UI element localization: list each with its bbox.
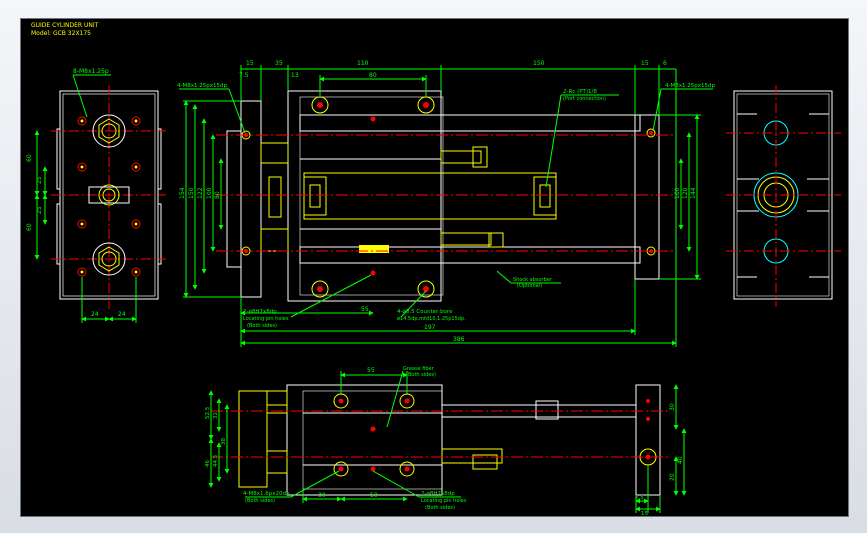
dim-bottom-32: 32: [213, 412, 219, 419]
top-view-dim-lines: [179, 65, 713, 347]
dim-top-122: 122: [197, 187, 204, 199]
dim-bottom-52-5: 52.5: [205, 406, 211, 419]
dim-top-150v: 150: [188, 187, 195, 199]
top-view-centerlines: [216, 134, 676, 252]
dim-top-6: 6: [663, 60, 667, 67]
dim-top-154: 154: [179, 187, 186, 199]
cad-canvas: GUIDE CYLINDER UNIT Model: GCB 32X175: [20, 18, 849, 517]
left-view-dim-lines: [34, 74, 137, 323]
left-view-notch-left: [56, 128, 60, 265]
dim-top-100: 100: [206, 187, 213, 199]
drawing-title: GUIDE CYLINDER UNIT: [31, 22, 99, 29]
dim-top-80: 80: [369, 72, 377, 79]
note-right-tap: 4-M8x1.25px15dp: [665, 83, 715, 89]
dim-bottom-50: 50: [370, 492, 378, 499]
dim-bottom-30: 30: [318, 492, 326, 499]
note-port: 2-Rc (PT)1/8: [563, 89, 597, 95]
side-view-end-plate: [238, 390, 268, 488]
note-left-tap: 8-M8x1.25p: [73, 68, 109, 75]
note-counter-sub: ø14.5dp,mtd10,1.25p15dp.: [397, 316, 466, 322]
top-view-body-inner: [299, 96, 444, 296]
dim-top-144r: 144: [690, 187, 697, 199]
right-view-centerlines: [726, 85, 841, 307]
dim-top-15b: 15: [641, 60, 649, 67]
drawing-model: Model: GCB 32X175: [31, 30, 91, 37]
top-view-bolt-centers: [244, 102, 653, 292]
top-view-guide-rod-upper: [299, 114, 641, 132]
dim-top-197: 197: [424, 324, 436, 331]
cad-drawing: GUIDE CYLINDER UNIT Model: GCB 32X175: [26, 22, 841, 516]
top-view-bolts: [241, 96, 656, 298]
note-bottom-pin-sub: Locating pin holes: [421, 498, 467, 504]
note-counter: 4-ø8.5 Counter bore: [397, 309, 453, 315]
note-bottom-pin-sub2: (Both sides): [425, 505, 455, 511]
dim-top-150: 150: [533, 60, 545, 67]
left-view-notch-right: [158, 128, 162, 265]
side-view-dim-lines: [208, 370, 687, 513]
side-view: 55 30 50 52.5 32 46 44.5 38 30 40 20 7.5…: [205, 366, 687, 516]
dim-bottom-38: 38: [221, 438, 227, 445]
note-bottom-pin: 2-ø8H7x8dp: [421, 491, 455, 497]
right-end-view: [726, 85, 841, 307]
top-view-body: [287, 90, 442, 302]
top-view-right-plate: [634, 114, 660, 280]
note-bottom-tap: 4-M8x1.6px20dp: [243, 491, 290, 497]
side-view-centerlines: [211, 410, 671, 458]
dim-left-25b: 25: [36, 206, 43, 214]
dim-bottom-55: 55: [367, 367, 375, 374]
dim-top-15a: 15: [246, 60, 254, 67]
top-view-cylinder-tube: [303, 172, 557, 220]
top-view-rod-cover: [303, 176, 327, 216]
top-view-head-cover: [533, 176, 557, 216]
dim-left-60b: 60: [26, 223, 33, 231]
dim-top-386: 386: [453, 336, 465, 343]
dim-top-35: 35: [275, 60, 283, 67]
dim-top-13: 13: [291, 72, 299, 79]
dim-left-24b: 24: [118, 311, 126, 318]
note-pin-holes-sub: Locating pin holes: [243, 316, 289, 322]
dim-top-120r: 120: [682, 187, 689, 199]
note-grease: Grease fiber: [403, 366, 435, 372]
left-view-port-center: [88, 184, 130, 206]
dim-bottom-44-5: 44.5: [213, 454, 219, 467]
dim-top-100r: 100: [674, 187, 681, 199]
side-view-body: [286, 384, 443, 496]
note-bottom-tap-sub: (Both sides): [245, 498, 275, 504]
dim-left-60a: 60: [26, 154, 33, 162]
dim-top-55: 55: [361, 306, 369, 313]
top-view-cap: [226, 130, 242, 268]
top-view-fittings: [260, 142, 504, 252]
dim-top-80v: 80: [214, 191, 221, 199]
dim-left-24a: 24: [91, 311, 99, 318]
note-top-holes: 4-M8x1.25px15dp: [177, 83, 227, 89]
dim-top-7-5a: 7.5: [239, 72, 249, 79]
dim-bottom-40r: 40: [677, 456, 684, 464]
top-view-guide-rod-lower: [299, 246, 641, 264]
note-shock-sub: (Optional): [517, 283, 542, 289]
note-pin-holes-sub2: (Both sides): [247, 323, 277, 329]
dim-bottom-30r: 30: [669, 403, 676, 411]
left-view-bolt-bottom: [92, 242, 126, 276]
dim-left-25a: 25: [36, 176, 43, 184]
note-shock: Shock absorber: [513, 277, 553, 283]
dim-bottom-15: 15: [641, 511, 648, 516]
side-view-bolts: [333, 393, 657, 477]
left-view-bolt-top: [92, 114, 126, 148]
dim-top-110: 110: [357, 60, 369, 67]
dim-bottom-46: 46: [205, 460, 211, 467]
left-view-tap-holes-centers: [80, 119, 138, 274]
top-view-nameplate: [359, 245, 389, 253]
dim-bottom-7-5: 7.5: [635, 495, 644, 501]
note-pin-holes: 2-ø8H7x8dp: [243, 309, 277, 315]
top-view: 15 7.5 35 13 110 80 150 15 6 55 197 386 …: [177, 60, 715, 347]
left-end-view: 60 60 25 25 24 24 8-M8x1.25p: [26, 68, 166, 323]
note-grease-sub: (Both sides): [406, 372, 436, 378]
side-view-bolt-centers: [338, 398, 651, 472]
note-port-sub: (Port connection): [563, 96, 606, 102]
left-view-tap-holes: [77, 116, 141, 277]
dim-bottom-20r: 20: [669, 473, 676, 481]
